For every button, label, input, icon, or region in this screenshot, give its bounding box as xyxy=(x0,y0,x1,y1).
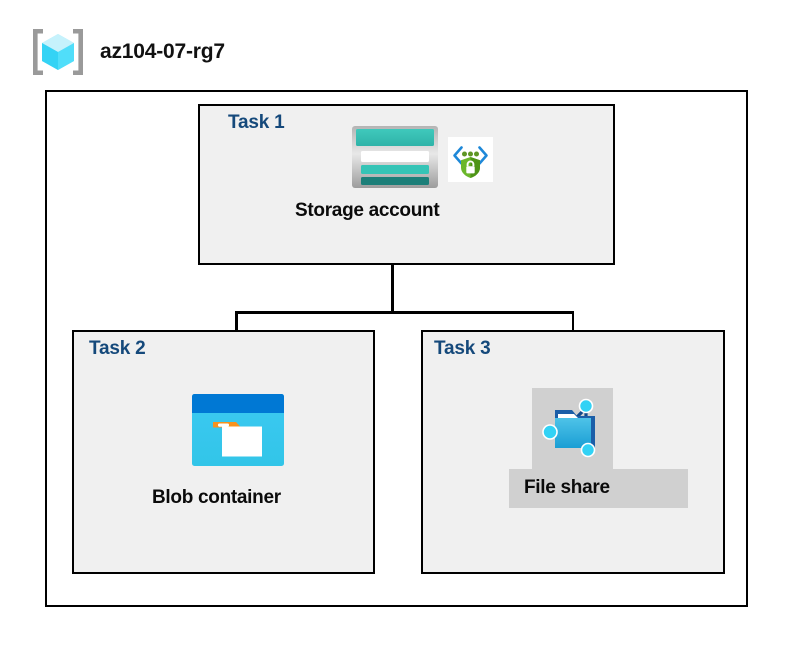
blob-container-icon xyxy=(192,394,284,466)
resource-group-title: az104-07-rg7 xyxy=(100,40,225,63)
file-share-icon xyxy=(538,392,608,464)
task-label-2: Task 2 xyxy=(89,338,146,359)
file-share-label-highlight xyxy=(509,469,688,508)
resource-label-storage-account: Storage account xyxy=(295,200,440,221)
storage-security-icon xyxy=(448,137,493,182)
task-panel-2 xyxy=(72,330,375,574)
task-label-3: Task 3 xyxy=(434,338,491,359)
resource-group-header: az104-07-rg7 xyxy=(30,26,225,78)
resource-label-blob-container: Blob container xyxy=(152,487,281,508)
resource-group-cube-icon xyxy=(30,26,86,78)
connector-horizontal-bus xyxy=(235,311,574,314)
resource-label-file-share: File share xyxy=(524,477,610,498)
task-label-1: Task 1 xyxy=(228,112,285,133)
connector-storage-down xyxy=(391,265,394,313)
storage-account-icon xyxy=(352,126,438,188)
